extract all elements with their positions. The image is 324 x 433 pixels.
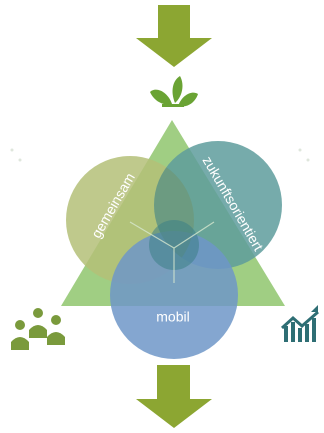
arrow-down-icon [136,5,212,67]
arrow-down-icon [136,365,212,428]
rising-chart-icon [280,305,319,342]
people-group-icon [11,308,65,350]
label-mobil: mobil [156,309,189,325]
center-divider-lines [129,221,215,283]
circle-mobil [110,231,238,359]
center-core [149,220,199,270]
decorative-dots [10,148,310,162]
sprout-leaves-icon [150,76,198,107]
